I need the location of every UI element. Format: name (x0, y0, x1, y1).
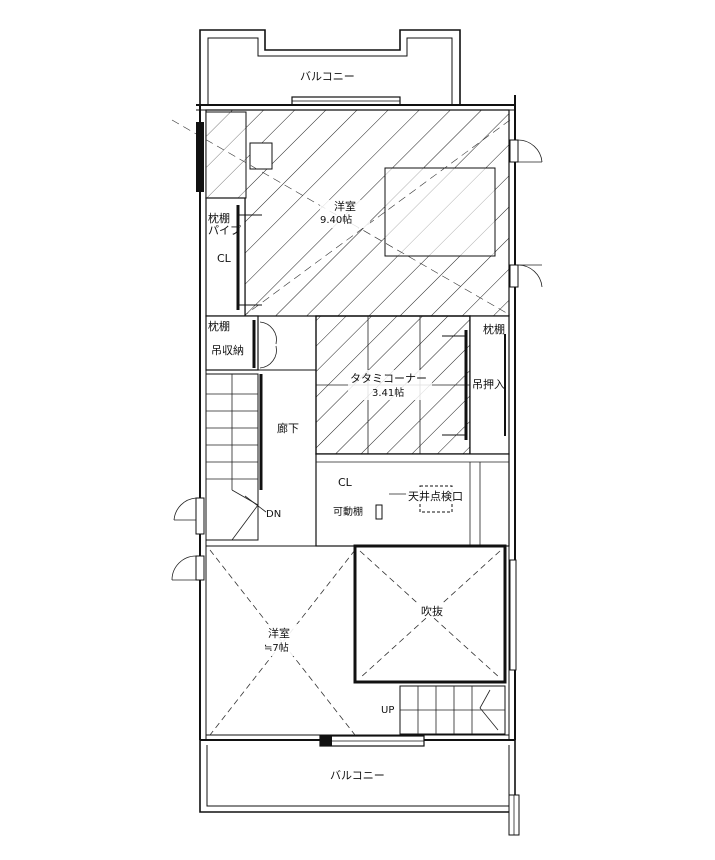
makura-shelf-label-2: 枕棚 (208, 319, 230, 333)
tatami-label: タタミコーナー (350, 372, 427, 385)
tatami-size: 3.41帖 (372, 386, 404, 399)
closet-label: CL (217, 252, 232, 265)
balcony-top-label: バルコニー (300, 70, 355, 83)
window-right-south (509, 559, 517, 671)
makura-shelf-label-3: 枕棚 (483, 322, 505, 336)
door-left-2 (171, 555, 205, 581)
void-label: 吹抜 (421, 604, 443, 618)
balcony-top (199, 29, 461, 105)
bedroom-south-label: 洋室 (268, 626, 290, 640)
window-top (291, 96, 401, 106)
movable-shelf-label: 可動棚 (333, 505, 363, 518)
hanging-closet (469, 315, 510, 455)
balcony-bottom-label: バルコニー (330, 769, 385, 782)
stair-up-label: UP (381, 705, 394, 716)
stair-down-label: DN (266, 509, 281, 520)
window-left-bedroom (196, 122, 204, 192)
door-right-2 (509, 264, 543, 288)
makura-shelf-label: 枕棚 (208, 211, 230, 225)
door-left-1 (173, 497, 205, 535)
door-right-1 (509, 139, 543, 163)
ceiling-hatch-label: 天井点検口 (408, 489, 463, 503)
bedroom-main-label: 洋室 (334, 199, 356, 213)
bedroom-south (206, 545, 356, 736)
corridor-label: 廊下 (277, 421, 299, 435)
bedroom-south-size: ≒7帖 (264, 641, 289, 654)
closet-room (205, 197, 262, 317)
balcony-bottom (199, 740, 520, 836)
tatami-corner (315, 315, 471, 455)
hanging-closet-label: 吊押入 (472, 377, 505, 391)
pipe-label: パイプ (208, 224, 241, 237)
closet-upper-label: CL (338, 476, 353, 489)
stair-up (399, 685, 506, 735)
hanging-storage-label: 吊収納 (211, 344, 244, 357)
stair-down (205, 373, 267, 541)
bedroom-main-size: 9.40帖 (320, 213, 352, 226)
window-bottom (319, 735, 425, 747)
